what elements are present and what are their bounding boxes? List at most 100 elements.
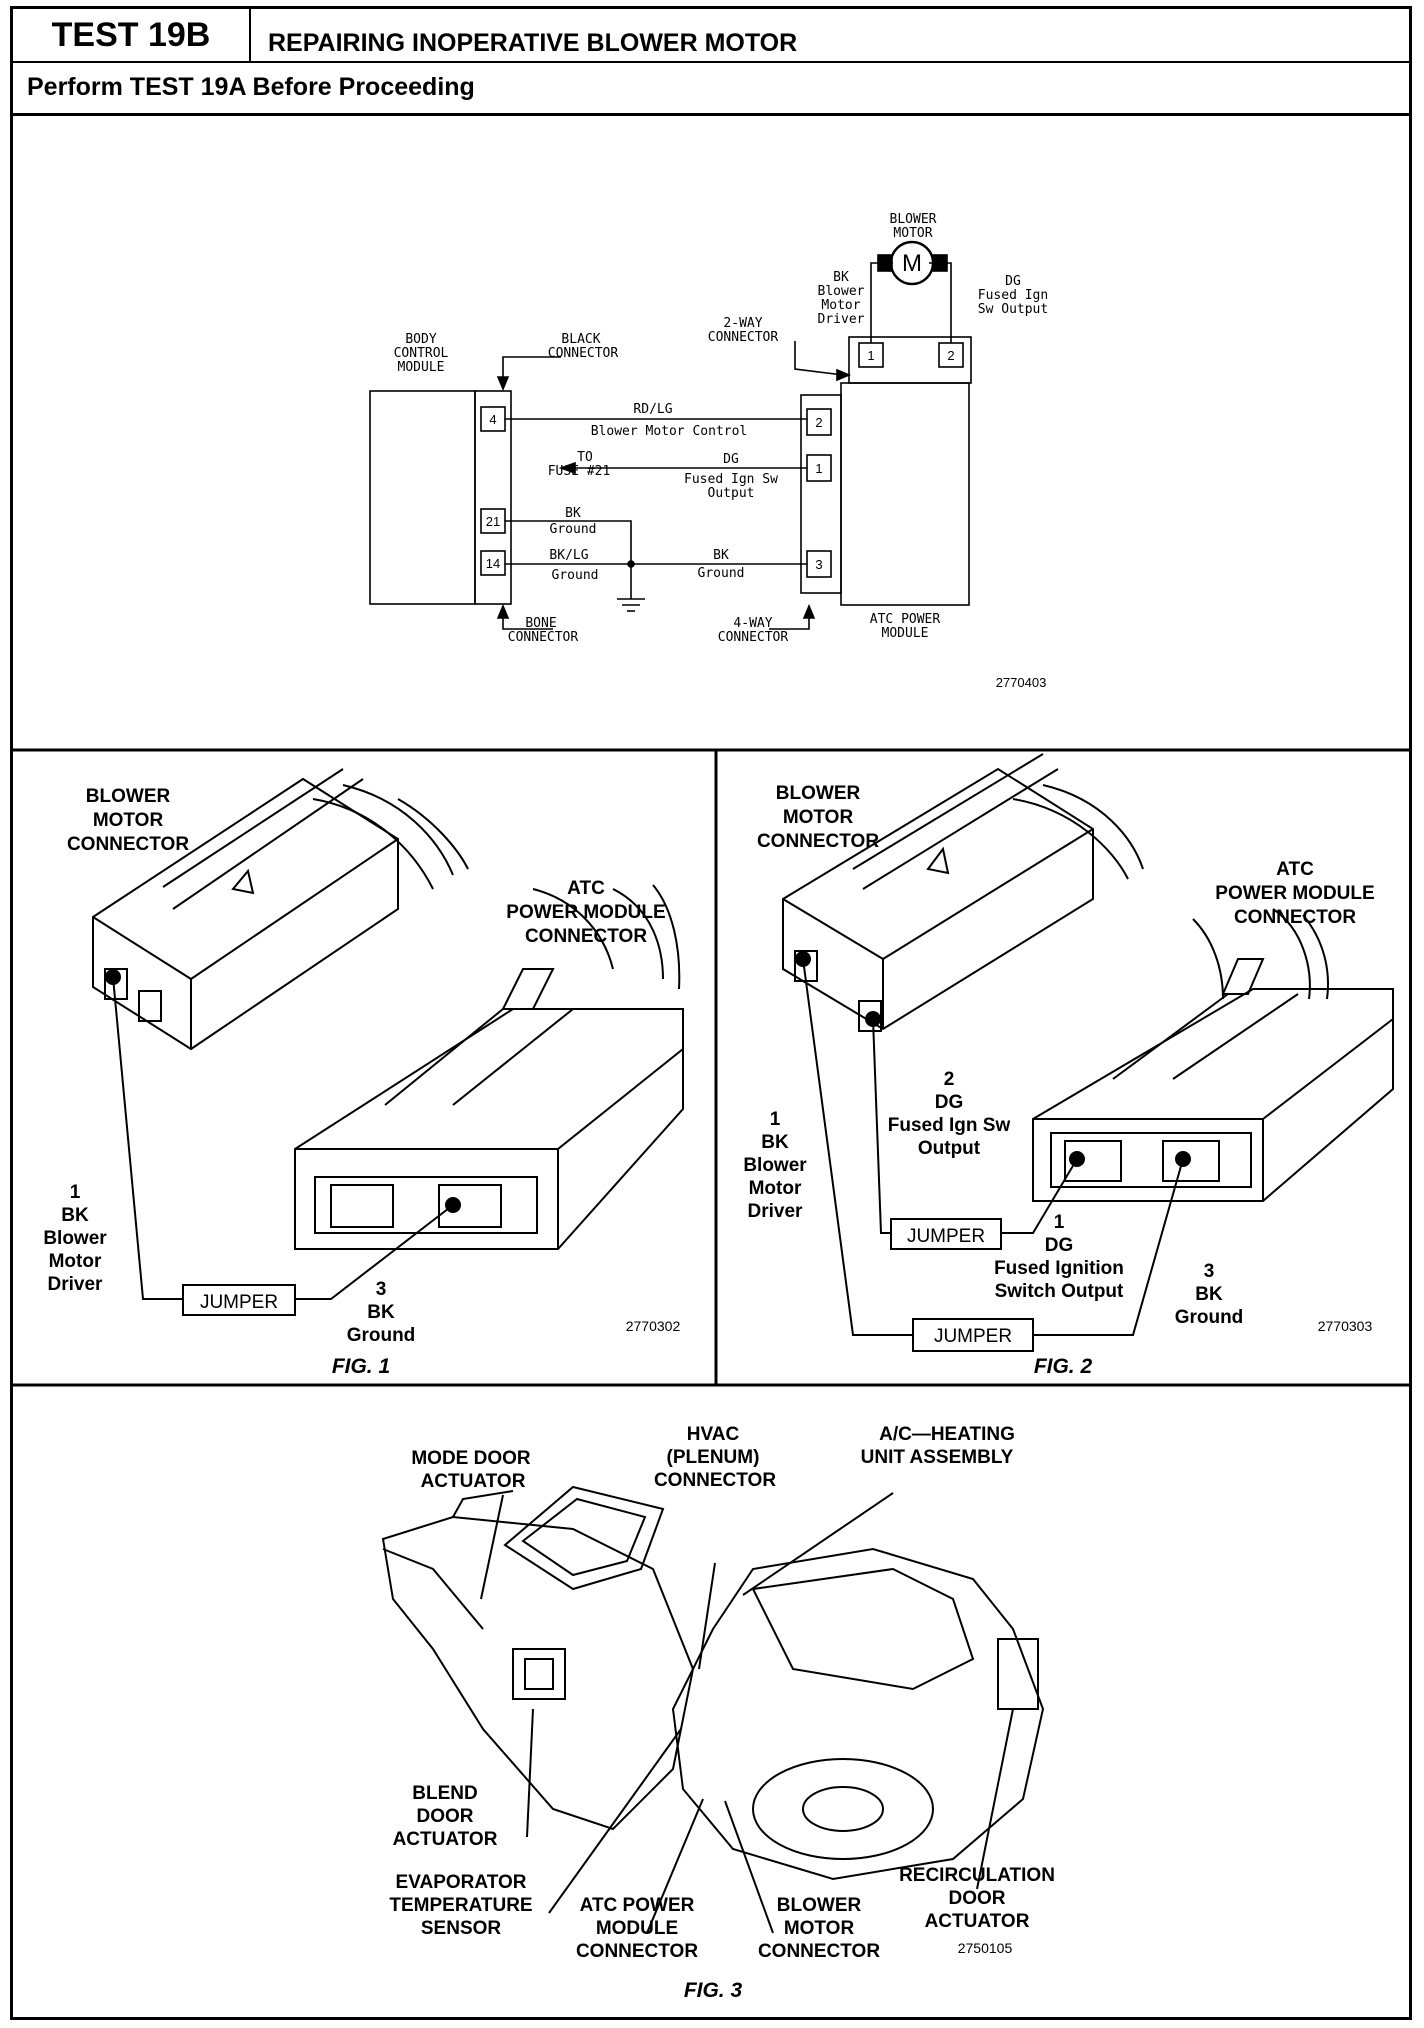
fig2-atc-face [1050, 1132, 1252, 1188]
fig1-label-atc-2: POWER MODULE [506, 902, 665, 923]
label-atc-2: MODULE [882, 626, 929, 641]
fig3-mode-1: MODE DOOR [411, 1448, 531, 1469]
label-dg-1: DG [1005, 274, 1021, 289]
fig3-blend-door-inner [524, 1658, 554, 1690]
fig2-blower-latch [926, 846, 950, 875]
fig1-blower-rib-1 [162, 768, 344, 888]
subtitle-bar: Perform TEST 19A Before Proceeding [13, 61, 1409, 116]
test-title: REPAIRING INOPERATIVE BLOWER MOTOR [268, 29, 798, 57]
fig1-label-blower-2: MOTOR [93, 810, 164, 831]
fig1-ref: 2770302 [626, 1318, 681, 1334]
leader-4way [769, 613, 810, 630]
fig1-caption: FIG. 1 [332, 1355, 390, 1378]
fig1-atc-rib-2 [452, 1008, 574, 1106]
test-page: TEST 19B REPAIRING INOPERATIVE BLOWER MO… [10, 6, 1412, 2020]
fig2-jumper-b-lead-1 [802, 958, 913, 1336]
wiring-schematic [369, 240, 972, 630]
test-id: TEST 19B [13, 9, 251, 61]
fig3-recirc-3: ACTUATOR [925, 1911, 1030, 1932]
label-bone-1: BONE [525, 616, 556, 631]
fig3-blower-hub [802, 1786, 884, 1832]
fig3-atc-2: MODULE [596, 1918, 678, 1939]
fig3-upper-duct [452, 1490, 514, 1518]
fig3-top-outlet [503, 1485, 665, 1591]
fig2-atc-edge-2 [1262, 1018, 1394, 1120]
fig2-ref: 2770303 [1318, 1318, 1373, 1334]
fig2-atc-latch [1221, 958, 1265, 995]
label-2way-2: CONNECTOR [708, 330, 779, 345]
fig2-w3-1: BK [1195, 1284, 1223, 1305]
wire-bk-21 [505, 520, 632, 564]
fig3-top-outlet-inner [521, 1497, 647, 1577]
fig2-w1dg-1: DG [1045, 1235, 1074, 1256]
motor-circle [889, 240, 935, 286]
leader-mode-door [480, 1494, 504, 1600]
label-bone-2: CONNECTOR [508, 630, 579, 645]
fig1-jumper-label: JUMPER [200, 1292, 278, 1313]
fig3-caption: FIG. 3 [684, 1979, 743, 2002]
fig2-wire-c [1192, 918, 1224, 1000]
fig2-caption: FIG. 2 [1034, 1355, 1093, 1378]
fig2-label-blower-1: BLOWER [776, 783, 861, 804]
schematic-labels: BLOWER MOTOR M BK Blower Motor Driver DG… [394, 212, 1049, 690]
pin-m1: 1 [867, 348, 874, 363]
fig2-blower-body [782, 767, 1094, 1031]
arrow-bone-conn [496, 603, 510, 619]
fig3-hvac-2: (PLENUM) [667, 1447, 760, 1468]
label-bk-1: BK [833, 270, 849, 285]
two-way-connector-box [848, 336, 972, 384]
fig2-jumper-a-lead-2 [872, 1018, 891, 1234]
fig3-evap-2: TEMPERATURE [389, 1895, 532, 1916]
fig2-atc-rib-1 [1112, 993, 1229, 1080]
atc-module-box [840, 382, 970, 606]
leader-black-conn [502, 356, 561, 381]
fig3-atc-3: CONNECTOR [576, 1941, 698, 1962]
fig3-recirc-actuator [997, 1638, 1039, 1710]
fig3-left-housing [381, 1515, 695, 1831]
fig3-blower-1: BLOWER [777, 1895, 862, 1916]
fig3-recirc-1: RECIRCULATION [899, 1865, 1055, 1886]
arrow-to-fuse [558, 461, 576, 475]
fig2-jumper-a-lead-1 [1001, 1158, 1078, 1234]
fig2-jumper-b-box[interactable] [912, 1318, 1034, 1352]
label-ground-3: Ground [698, 566, 745, 581]
diagram-canvas: BLOWER MOTOR M BK Blower Motor Driver DG… [13, 212, 1409, 2002]
fig2-label-blower-2: MOTOR [783, 807, 854, 828]
fig1-labels: BLOWER MOTOR CONNECTOR ATC POWER MODULE … [43, 786, 680, 1378]
fig1-blower-edge-2 [190, 838, 399, 980]
fig3-blend-2: DOOR [417, 1806, 474, 1827]
fig3-atc-1: ATC POWER [580, 1895, 695, 1916]
fig1-blower-body [92, 777, 399, 1051]
fig2-jumper-a-box[interactable] [890, 1218, 1002, 1250]
atc-connector-strip [800, 394, 842, 594]
label-bk-4: Driver [818, 312, 865, 327]
fig3-blower-3: CONNECTOR [758, 1941, 880, 1962]
fig1-jumper-lead-3 [295, 1204, 454, 1300]
fig2-label-blower-3: CONNECTOR [757, 831, 879, 852]
fig2-wire-e [1302, 914, 1329, 1000]
pin-1: 1 [815, 461, 822, 476]
fig1-jumper-box[interactable] [182, 1284, 296, 1316]
leader-blower-conn [724, 1800, 774, 1934]
fig3-blower-2: MOTOR [784, 1918, 855, 1939]
schematic-ref: 2770403 [996, 675, 1047, 690]
label-bk-3: Motor [821, 298, 860, 313]
fig2-w1-0: 1 [770, 1109, 781, 1130]
leader-2way [794, 341, 844, 376]
fig3-hvac-3: CONNECTOR [654, 1470, 776, 1491]
fig3-mode-2: ACTUATOR [421, 1471, 526, 1492]
bcm-connector-strip [474, 390, 512, 605]
fig2-atc-rib-2 [1172, 993, 1299, 1080]
fig3-ref: 2750105 [958, 1940, 1013, 1956]
label-2way-1: 2-WAY [723, 316, 762, 331]
fig1-w1-0: 1 [70, 1182, 81, 1203]
label-blower-motor-1: BLOWER [890, 212, 937, 227]
fig2-blower-rib-1 [852, 753, 1044, 870]
fig3-blend-1: BLEND [412, 1783, 477, 1804]
fig1-w1-3: Motor [49, 1251, 102, 1272]
pin-14-box [480, 550, 506, 576]
pin-21: 21 [486, 514, 500, 529]
fig1-wire-d [532, 888, 614, 970]
fig2-jumper-b-label: JUMPER [934, 1326, 1012, 1347]
label-black-1: BLACK [561, 332, 600, 347]
